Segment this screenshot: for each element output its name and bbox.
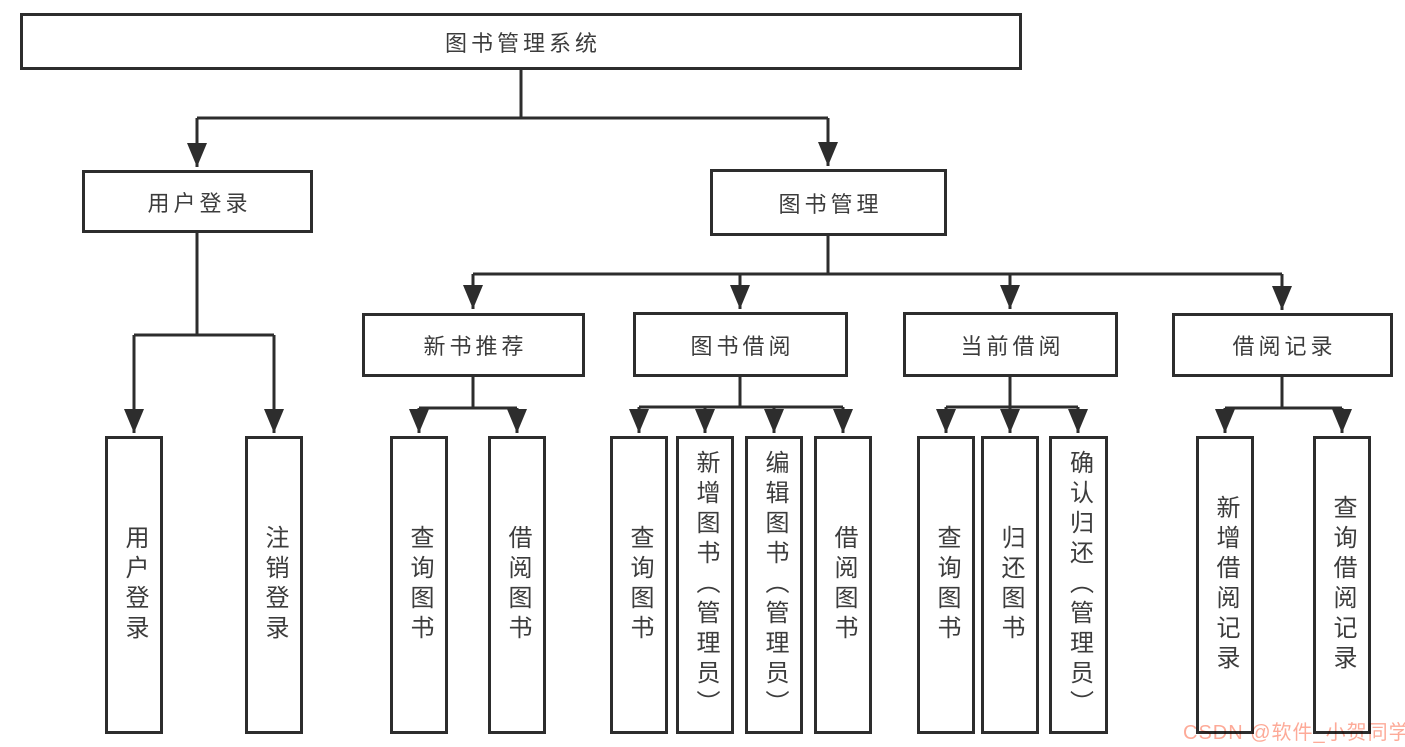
csdn-watermark: CSDN @软件_小贺同学: [1183, 722, 1405, 744]
leaf-logout: 注销登录: [245, 436, 303, 734]
connector-trunks: [134, 70, 1342, 410]
connector-arrows: [124, 118, 1352, 433]
leaf-borrow-books-recommend: 借阅图书: [488, 436, 546, 734]
leaf-query-books-borrowing: 查询图书: [610, 436, 668, 734]
node-borrowing-records: 借阅记录: [1172, 313, 1393, 377]
node-user-login: 用户登录: [82, 170, 313, 233]
leaf-edit-book-admin: 编辑图书（管理员）: [745, 436, 803, 734]
leaf-user-login: 用户登录: [105, 436, 163, 734]
leaf-query-books-current: 查询图书: [917, 436, 975, 734]
leaf-add-borrow-record: 新增借阅记录: [1196, 436, 1254, 734]
leaf-return-books: 归还图书: [981, 436, 1039, 734]
leaf-borrow-books-borrowing: 借阅图书: [814, 436, 872, 734]
node-book-borrowing: 图书借阅: [633, 312, 848, 377]
node-root-library-management-system: 图书管理系统: [20, 13, 1022, 70]
leaf-query-borrow-record: 查询借阅记录: [1313, 436, 1371, 734]
node-new-book-recommendation: 新书推荐: [362, 313, 585, 377]
leaf-add-book-admin: 新增图书（管理员）: [676, 436, 734, 734]
node-book-management: 图书管理: [710, 169, 947, 236]
leaf-confirm-return-admin: 确认归还（管理员）: [1049, 436, 1108, 734]
leaf-query-books-recommend: 查询图书: [390, 436, 448, 734]
node-current-borrowing: 当前借阅: [903, 312, 1118, 377]
